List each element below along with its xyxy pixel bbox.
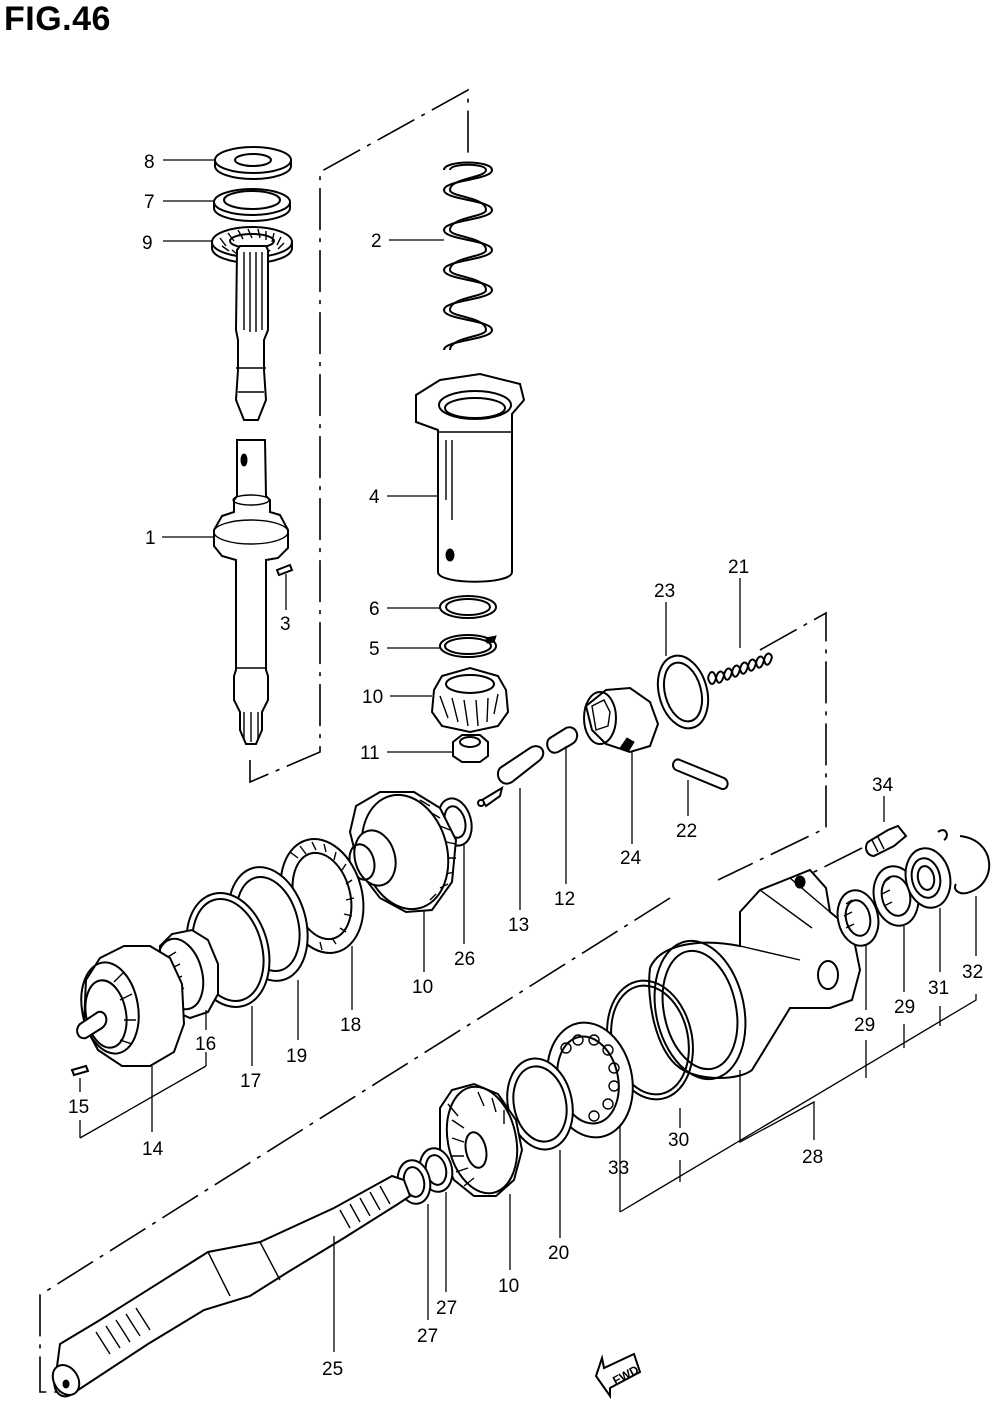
clutch-housing-14 [76, 945, 186, 1067]
part-label-17: 17 [240, 1071, 261, 1092]
bearing-29a [836, 889, 880, 947]
bevel-gear-10-mid [348, 791, 458, 914]
propeller-shaft-25 [51, 1174, 412, 1398]
washer-8 [214, 146, 292, 180]
part-label-10-mid: 10 [412, 977, 433, 998]
part-label-4: 4 [369, 487, 380, 508]
part-label-7: 7 [144, 192, 155, 213]
part-label-31: 31 [928, 978, 949, 999]
part-label-22: 22 [676, 821, 697, 842]
washer-7 [213, 188, 291, 222]
part-label-21: 21 [728, 557, 749, 578]
nut-11 [452, 734, 489, 763]
part-labels: 8 7 9 2 1 3 4 6 5 10 11 23 21 24 22 34 1… [68, 152, 983, 1380]
ring-6 [439, 595, 497, 619]
oil-seal-31 [904, 847, 952, 909]
part-label-19: 19 [286, 1046, 307, 1067]
spring-21 [707, 652, 773, 685]
fwd-direction-arrow: FWD [594, 1352, 641, 1400]
figure-title: FIG.46 [4, 0, 111, 38]
part-label-10: 10 [362, 687, 383, 708]
part-label-5: 5 [369, 639, 380, 660]
snap-ring-32 [937, 829, 991, 895]
part-label-14: 14 [142, 1139, 164, 1160]
part-label-6: 6 [369, 599, 380, 620]
part-label-26: 26 [454, 949, 475, 970]
part-label-11: 11 [360, 743, 380, 764]
spring-2 [442, 161, 494, 351]
part-label-20: 20 [548, 1243, 569, 1264]
part-label-33: 33 [608, 1158, 629, 1179]
part-label-2: 2 [371, 231, 382, 252]
part-label-32: 32 [962, 962, 983, 983]
part-label-8: 8 [144, 152, 155, 173]
part-label-34: 34 [872, 775, 894, 796]
leader-lines [79, 159, 977, 1352]
part-label-29-b: 29 [894, 997, 915, 1018]
part-label-23: 23 [654, 581, 675, 602]
drive-shaft-1 [213, 245, 289, 745]
part-label-9: 9 [142, 233, 153, 254]
part-label-13: 13 [508, 915, 529, 936]
assembly-dashed-lines [39, 88, 863, 1393]
screw-34 [865, 824, 908, 858]
part-label-29-a: 29 [854, 1015, 875, 1036]
push-rod-13 [477, 745, 545, 808]
part-label-12: 12 [554, 889, 575, 910]
part-label-24: 24 [620, 848, 642, 869]
shift-sleeve-4 [415, 372, 526, 583]
part-label-27-b: 27 [417, 1326, 438, 1347]
part-label-27-a: 27 [436, 1298, 457, 1319]
part-label-25: 25 [322, 1359, 343, 1380]
circlip-5 [439, 634, 497, 658]
pinion-gear-10-top [430, 666, 510, 734]
part-label-18: 18 [340, 1015, 361, 1036]
part-label-3: 3 [280, 614, 291, 635]
part-label-1: 1 [145, 528, 156, 549]
pin-3 [275, 563, 294, 577]
part-label-16: 16 [195, 1034, 216, 1055]
pin-22 [672, 758, 729, 791]
cam-follower-12 [546, 726, 579, 754]
washer-20 [506, 1057, 574, 1151]
part-label-15: 15 [68, 1097, 89, 1118]
propeller-shaft-housing-28 [648, 868, 862, 1081]
ring-23 [656, 654, 710, 730]
clutch-dog-24 [583, 686, 660, 754]
part-label-10-bottom: 10 [498, 1276, 519, 1297]
part-label-28: 28 [802, 1147, 823, 1168]
part-label-30: 30 [668, 1130, 689, 1151]
pin-15 [70, 1064, 90, 1077]
